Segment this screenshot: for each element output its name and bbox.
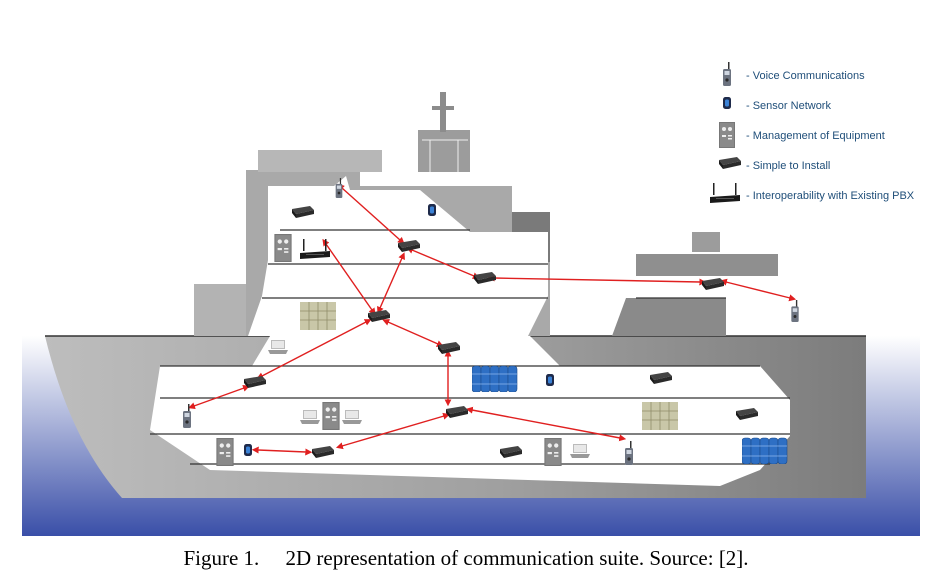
legend-sensor-label: - Sensor Network [746,100,831,112]
link [337,183,405,245]
sensor-icon [428,204,436,216]
bow-structure [636,254,778,276]
radio-icon [791,300,799,322]
legend-install-label: - Simple to Install [746,160,830,172]
legend-pbx-icon [710,183,740,203]
link [251,446,313,456]
legend-install-icon [719,157,741,169]
link [322,238,376,316]
caption-label: Figure 1. [183,546,260,570]
sensor-icon [546,374,554,386]
link [382,319,444,347]
figure-caption: Figure 1. 2D representation of communica… [0,546,932,571]
legend-voice-icon [723,62,731,86]
link [377,252,405,314]
legend-management-label: - Management of Equipment [746,130,885,142]
laptop-icon [342,410,362,424]
link [465,406,627,442]
pallet-icon [300,302,336,330]
legend-voice-label: - Voice Communications [746,70,865,82]
legend-management-icon [719,122,735,148]
mast [440,92,446,132]
barrels-icon [472,365,518,392]
link [335,412,451,450]
ship-diagram: - Voice Communications - Sensor Network … [22,62,920,536]
legend-sensor-icon [723,97,731,109]
mast-bar [432,106,454,110]
cabinet-icon [544,438,562,466]
cabinet-icon [274,234,292,262]
sensor-icon [244,444,252,456]
bow-deck [612,298,726,336]
stern-block [194,284,246,336]
bow-cabin [692,232,720,252]
laptop-icon [268,340,288,354]
laptop-icon [300,410,320,424]
barrels-icon [742,437,788,464]
caption-text: 2D representation of communication suite… [285,546,749,570]
cabinet-icon [216,438,234,466]
link [256,319,372,379]
link [719,278,797,302]
bridge-roof [258,150,382,172]
legend-pbx-label: - Interoperability with Existing PBX [746,190,915,202]
link [406,247,480,279]
cabinet-icon [322,402,340,430]
pallet-icon [642,402,678,430]
network-links [188,183,797,456]
link [188,384,250,410]
laptop-icon [570,444,590,458]
funnel [418,130,470,172]
router-icon [702,278,724,290]
link [487,274,707,286]
legend: - Voice Communications - Sensor Network … [710,62,915,203]
